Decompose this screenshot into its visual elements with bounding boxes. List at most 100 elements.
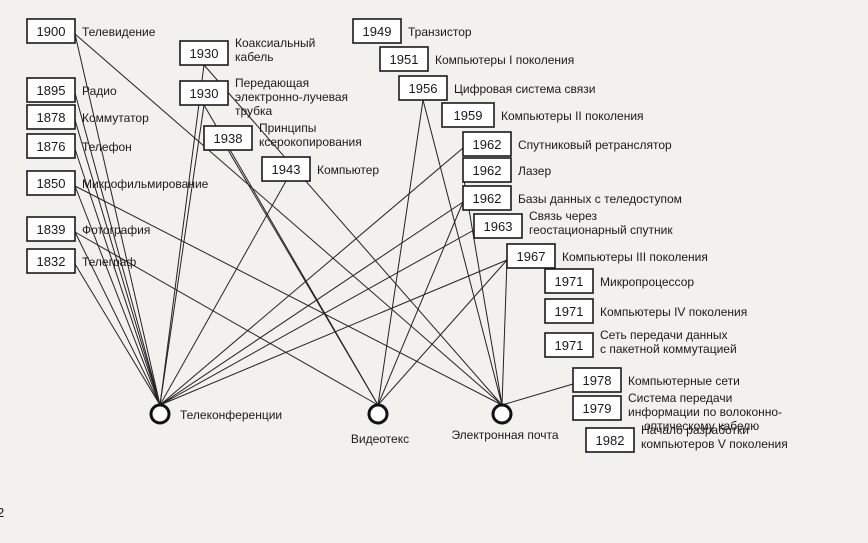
connection-line [159,104,205,406]
event-label: Компьютеры II поколения [501,109,644,123]
connection-line [462,173,503,406]
event-year: 1839 [37,222,66,237]
event-label: Телефон [82,140,132,154]
event-label: Сеть передачи данных [600,328,728,342]
event-label: Начало разработки [641,423,749,437]
year-box [506,243,556,269]
connection-line [74,92,161,406]
event-label: Компьютеры III поколения [562,250,708,264]
year-box [26,133,76,159]
event-year: 1943 [272,162,301,177]
year-box [203,125,253,151]
event-year: 1949 [363,24,392,39]
event-label: Передающая [235,76,309,90]
connection-line [74,185,161,406]
hub-label: Телеконференции [180,408,282,422]
event-year: 1951 [390,52,419,67]
timeline-event: 1971 Компьютеры IV поколения [544,298,747,324]
event-year: 1900 [37,24,66,39]
event-label: Компьютер [317,163,379,177]
event-label: Компьютеры IV поколения [600,305,747,319]
year-box [26,18,76,44]
event-label: Радио [82,84,117,98]
event-label: с пакетной коммутацией [600,342,737,356]
timeline-event: 1978 Компьютерные сети [572,367,740,393]
event-label: Микропроцессор [600,275,694,289]
event-label: Фотография [82,223,150,237]
year-box [26,170,76,196]
timeline-event: 1959 Компьютеры II поколения [441,102,644,128]
event-year: 1967 [517,249,546,264]
year-box [572,395,622,421]
event-year: 1962 [473,191,502,206]
event-year: 1956 [409,81,438,96]
page-marker: 2 [0,505,4,520]
event-label: Лазер [518,164,551,178]
event-year: 1959 [454,108,483,123]
connection-lines [74,33,574,406]
connection-line [74,231,161,406]
event-label: Компьютеры I поколения [435,53,574,67]
connection-line [159,201,464,406]
connection-line [159,147,464,406]
timeline-event: 1962 Базы данных с теледоступом [462,185,682,211]
event-year: 1971 [555,338,584,353]
connection-line [74,148,161,406]
event-label: Система передачи [628,391,732,405]
connection-line [501,259,508,406]
event-label: электронно-лучевая [235,90,348,104]
connection-line [159,259,508,406]
year-box [26,216,76,242]
year-box [26,248,76,274]
event-label: кабель [235,50,273,64]
event-label: Базы данных с теледоступом [518,192,682,206]
timeline-event: 1943 Компьютер [261,156,379,182]
timeline-event: 1962 Лазер [462,157,551,183]
event-label: Связь через [529,209,598,223]
year-box [441,102,495,128]
service-hub: Электронная почта [451,403,559,442]
hub-label: Электронная почта [451,428,558,442]
year-box [473,213,523,239]
connection-line [159,180,287,406]
event-label: информации по волоконно- [628,405,782,419]
event-year: 1930 [190,46,219,61]
event-year: 1962 [473,163,502,178]
event-year: 1962 [473,137,502,152]
event-year: 1971 [555,304,584,319]
event-year: 1979 [583,401,612,416]
connection-line [227,149,379,406]
timeline-event: 1876 Телефон [26,133,132,159]
event-label: Компьютерные сети [628,374,740,388]
event-label: оптическому кабелю [644,419,759,433]
connection-line [74,231,379,406]
year-box [179,40,229,66]
connection-line [377,201,464,406]
event-year: 1963 [484,219,513,234]
event-year: 1895 [37,83,66,98]
event-year: 1978 [583,373,612,388]
year-box [585,427,635,453]
event-label: компьютеров V поколения [641,437,788,451]
event-label: Микрофильмирование [82,177,209,191]
connection-line [203,64,503,406]
event-label: Телеграф [82,255,136,269]
year-box [544,268,594,294]
year-box [261,156,311,182]
event-year: 1876 [37,139,66,154]
year-box [398,75,448,101]
hub-node [367,403,389,425]
